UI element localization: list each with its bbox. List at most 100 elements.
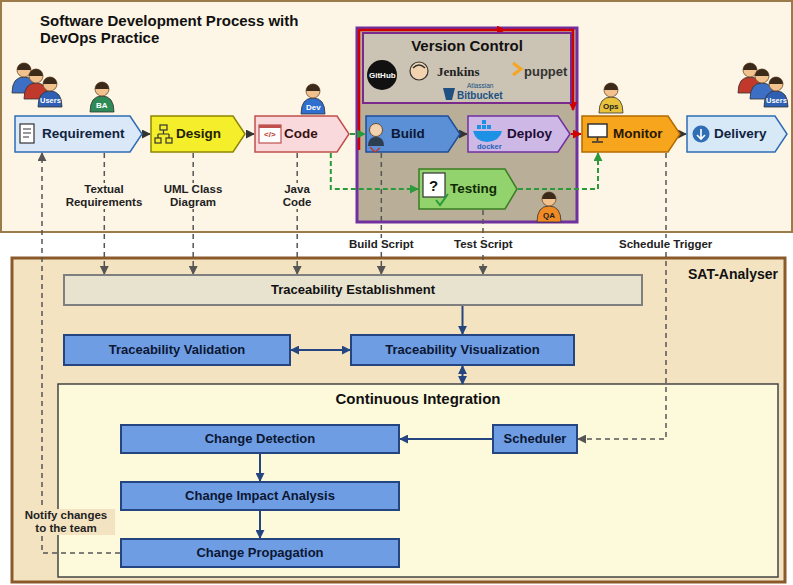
download-icon bbox=[697, 129, 705, 139]
monitor-icon bbox=[592, 137, 603, 142]
test-icon bbox=[423, 173, 445, 197]
docker-whale-icon bbox=[482, 120, 486, 124]
docker-whale-icon bbox=[487, 125, 491, 129]
jenkins-logo bbox=[410, 62, 428, 80]
person-label: BA bbox=[96, 102, 108, 110]
connector bbox=[296, 153, 298, 274]
puppet-logo bbox=[513, 63, 521, 75]
module-box: Traceability Validation bbox=[63, 334, 291, 366]
monitor-icon bbox=[588, 124, 607, 142]
connector bbox=[246, 133, 254, 135]
node-label: Testing bbox=[450, 181, 497, 197]
edge-label: Textual Requirements bbox=[56, 183, 152, 209]
docker-whale-icon bbox=[473, 131, 502, 142]
edge-label: Schedule Trigger bbox=[617, 238, 714, 251]
arrow-shape bbox=[582, 116, 680, 152]
person-icon bbox=[755, 69, 769, 83]
person-icon bbox=[764, 77, 788, 107]
analyser-panel: SAT-AnalyserTraceability EstablishmentTr… bbox=[12, 258, 785, 582]
connector bbox=[259, 511, 261, 538]
module-box: Scheduler bbox=[492, 424, 578, 454]
node-label: Traceability Validation bbox=[109, 343, 246, 358]
docker-whale-icon bbox=[473, 120, 502, 142]
jenkins-logo bbox=[413, 65, 425, 68]
person-icon bbox=[604, 83, 618, 90]
node-label: Requirement bbox=[42, 126, 125, 142]
module-box: Change Detection bbox=[120, 424, 400, 454]
monitor-icon bbox=[588, 124, 607, 137]
person-icon bbox=[38, 91, 62, 107]
hierarchy-icon bbox=[155, 138, 161, 143]
jenkins-icon bbox=[368, 137, 384, 146]
edge-label: Test Script bbox=[452, 238, 515, 251]
docker-whale-icon bbox=[477, 125, 481, 129]
person-icon bbox=[764, 91, 788, 107]
download-icon bbox=[693, 126, 710, 143]
jenkins-icon bbox=[370, 147, 380, 152]
node-label: Change Impact Analysis bbox=[185, 489, 335, 504]
person-icon bbox=[599, 83, 623, 113]
person-icon bbox=[599, 97, 623, 113]
tool-logo-text: docker bbox=[477, 143, 502, 151]
person-icon bbox=[542, 192, 556, 199]
group-heading: Continuous Integration bbox=[60, 390, 776, 407]
edge-label: Notify changes to the team bbox=[17, 509, 115, 535]
group-heading: Software Development Process with DevOps… bbox=[40, 12, 315, 47]
person-icon bbox=[306, 84, 320, 91]
person-icon bbox=[769, 77, 783, 91]
github-icon bbox=[367, 60, 397, 90]
arrow-shape bbox=[419, 169, 517, 209]
tool-logo-text: puppet bbox=[524, 65, 567, 78]
node-label: Scheduler bbox=[504, 432, 567, 447]
bitbucket-logo bbox=[443, 88, 455, 100]
module-box: Traceability Establishment bbox=[63, 274, 643, 306]
node-label: Deploy bbox=[507, 126, 552, 142]
connector bbox=[259, 454, 261, 481]
process-panel-ground bbox=[1, 1, 792, 232]
node-label: Monitor bbox=[613, 126, 663, 142]
puppet-logo bbox=[513, 63, 521, 75]
node-label: Change Detection bbox=[205, 432, 316, 447]
person-label: QA bbox=[543, 212, 555, 220]
person-icon bbox=[17, 63, 31, 70]
hierarchy-icon bbox=[155, 125, 172, 143]
person-icon bbox=[90, 82, 114, 112]
person-label: Ops bbox=[603, 103, 619, 111]
module-box: Change Propagation bbox=[120, 538, 400, 568]
arrow-shape bbox=[468, 116, 570, 152]
person-label: Users bbox=[40, 97, 61, 105]
person-icon bbox=[95, 82, 109, 96]
arrow-shape bbox=[151, 116, 245, 152]
connector bbox=[571, 133, 581, 135]
arrow-shape bbox=[15, 116, 142, 152]
person-icon bbox=[95, 82, 109, 89]
hierarchy-icon bbox=[160, 125, 167, 130]
person-icon bbox=[537, 192, 561, 222]
code-icon bbox=[259, 125, 281, 128]
person-icon bbox=[301, 98, 325, 114]
tool-logo-text: Jenkins bbox=[437, 65, 480, 78]
person-icon bbox=[743, 63, 757, 70]
connector bbox=[400, 438, 492, 440]
download-icon bbox=[693, 126, 710, 143]
edge-label: Build Script bbox=[347, 238, 416, 251]
ci-group-ground bbox=[58, 384, 778, 577]
node-label: Delivery bbox=[714, 126, 767, 142]
person-icon bbox=[604, 83, 618, 97]
module-box: Change Impact Analysis bbox=[120, 481, 400, 511]
docker-whale-icon bbox=[482, 125, 486, 129]
connector bbox=[104, 153, 106, 274]
connector bbox=[381, 153, 383, 274]
document-icon bbox=[20, 124, 34, 143]
group-box: Continuous IntegrationChange Detection Sc… bbox=[58, 384, 778, 577]
person-icon bbox=[90, 96, 114, 112]
arrow-shape bbox=[687, 116, 787, 152]
connector bbox=[462, 366, 464, 384]
edge-label: UML Class Diagram bbox=[151, 183, 235, 209]
person-label: Dev bbox=[306, 104, 321, 112]
arrow-shape bbox=[366, 116, 460, 152]
node-label: Build bbox=[391, 126, 425, 142]
code-icon bbox=[259, 125, 281, 143]
